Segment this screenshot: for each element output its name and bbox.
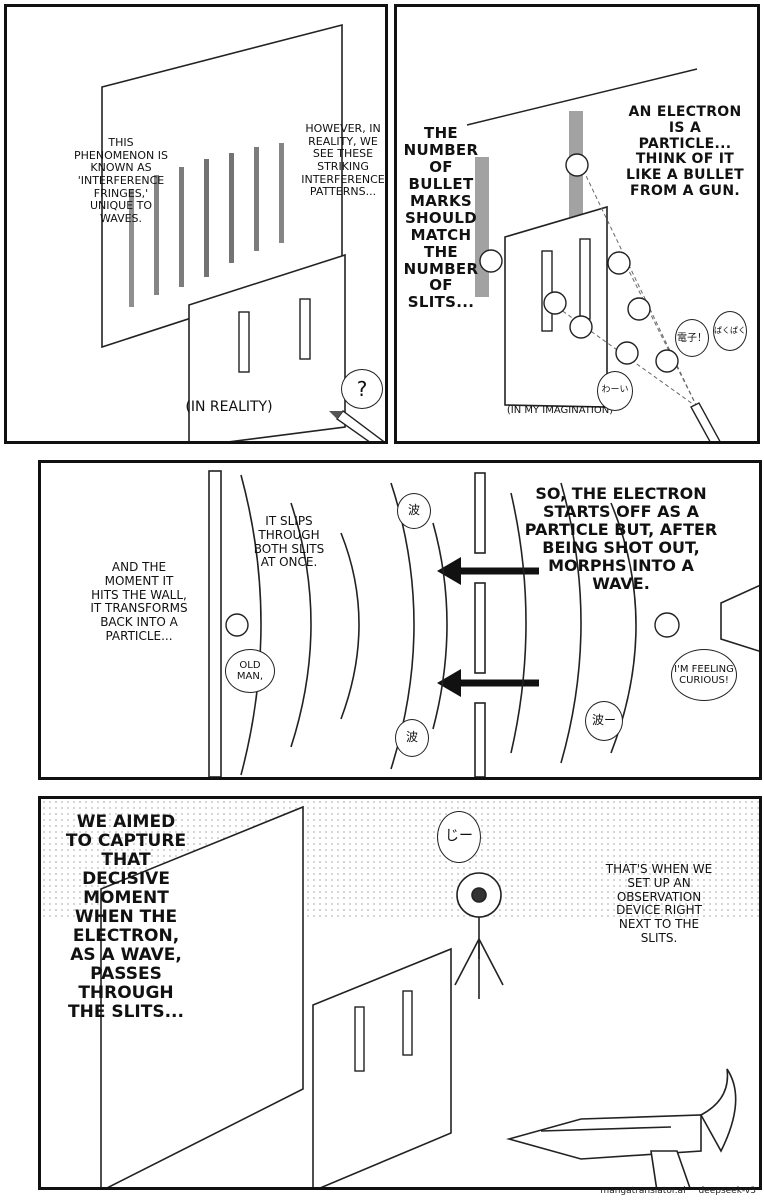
panel2-caption-right: An electron is a particle... think of it… <box>625 104 745 200</box>
slit-left <box>238 311 250 373</box>
sfx-bubble-denshi: 電子！ <box>675 319 709 357</box>
electron-gun-icon <box>506 1068 737 1187</box>
footer-source: mangatranslator.ai <box>600 1186 686 1196</box>
panel1-label: (In reality) <box>185 399 273 415</box>
sfx-bubble-pakupaku: ぱくぱく <box>713 311 747 351</box>
observation-device-icon <box>454 872 504 999</box>
arrow-left-icon-bottom <box>437 669 539 697</box>
panel-in-reality: This phenomenon is known as 'interferenc… <box>4 4 388 444</box>
panel2-illustration <box>466 68 721 441</box>
slit-right <box>299 298 311 360</box>
electron-gun-nozzle <box>720 584 759 652</box>
panel-in-my-imagination: The number of bullet marks should match … <box>394 4 760 444</box>
panel3-illustration <box>208 470 759 777</box>
bubble-wave-top: 波 <box>397 493 431 529</box>
panel1-caption-left: This phenomenon is known as 'interferenc… <box>73 136 169 225</box>
question-bubble: ? <box>341 369 383 409</box>
bubble-wave-right: 波ー <box>585 701 623 741</box>
panel3-caption-left: And the moment it hits the wall, it tran… <box>90 560 188 643</box>
panel4-caption-right: That's when we set up an observation dev… <box>605 862 713 945</box>
panel3-caption-right: So, the electron starts off as a particl… <box>524 484 718 593</box>
panel-observation-device: We aimed to capture that decisive moment… <box>38 796 762 1190</box>
panel-wave-through-slits: And the moment it hits the wall, it tran… <box>38 460 762 780</box>
arrow-left-icon-top <box>437 557 539 585</box>
bubble-wave-bottom: 波 <box>395 719 429 757</box>
electron-faces <box>479 153 679 373</box>
back-screen <box>100 805 304 1187</box>
panel2-caption-left: The number of bullet marks should match … <box>403 124 479 312</box>
panel1-illustration <box>101 23 385 441</box>
interference-fringes <box>129 143 284 307</box>
wall <box>208 470 222 777</box>
page-footer: mangatranslator.ai deepseek-v3 <box>590 1186 756 1196</box>
bubble-jii: じー <box>437 811 481 863</box>
pencil-icon <box>690 402 721 441</box>
slit-board <box>312 947 452 1187</box>
panel4-illustration <box>41 799 759 1187</box>
electron-faces <box>225 612 680 638</box>
slit-barrier <box>474 472 486 777</box>
panel3-caption-mid: It slips through both slits at once. <box>253 514 325 570</box>
footer-model: deepseek-v3 <box>698 1186 756 1196</box>
bubble-feeling-curious: I'm feeling curious! <box>671 649 737 701</box>
wave-fronts <box>240 474 637 776</box>
panel1-caption-right: However, in reality, we see these striki… <box>301 122 385 199</box>
sfx-bubble-waai: わーい <box>597 371 633 411</box>
panel2-label: (In my imagination) <box>506 405 614 416</box>
bubble-old-man: Old man, <box>225 649 275 693</box>
pencil-icon <box>329 410 385 441</box>
panel4-caption-left: We aimed to capture that decisive moment… <box>65 812 187 1023</box>
